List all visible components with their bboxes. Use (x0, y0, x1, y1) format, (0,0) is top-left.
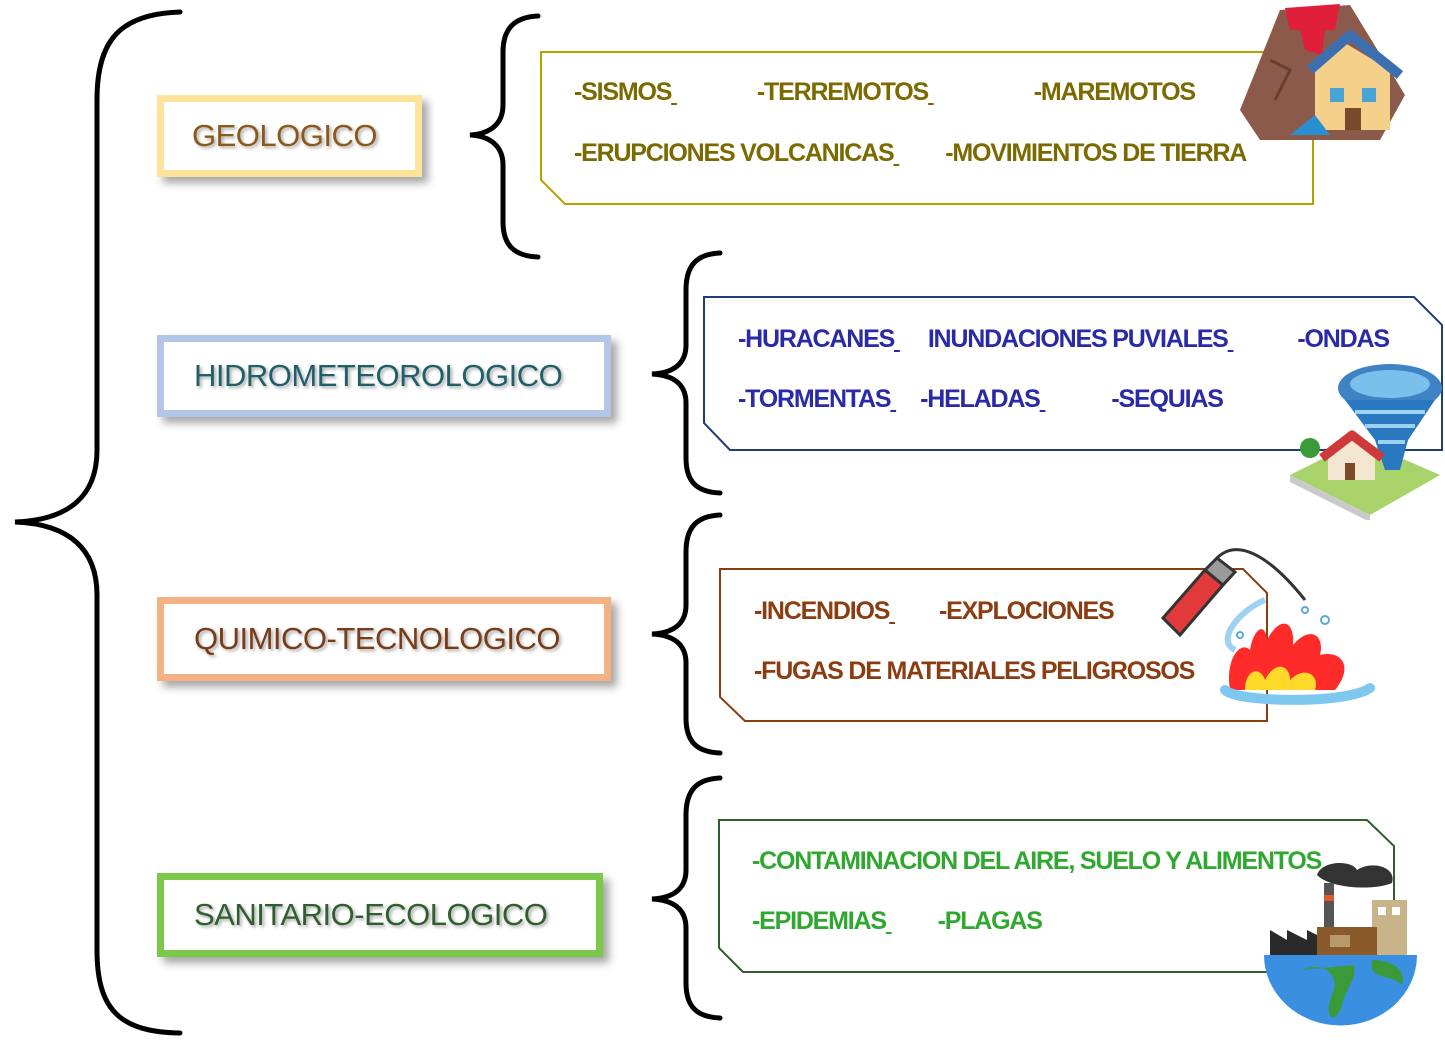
category-sanitario-ecologico: SANITARIO-ECOLOGICO (157, 873, 603, 957)
item-tormentas: -TORMENTAS (738, 385, 892, 413)
item-plagas: -PLAGAS (937, 907, 1043, 935)
brace-sanitario (651, 775, 723, 1021)
item-inundaciones-puviales: INUNDACIONES PUVIALES (927, 325, 1229, 353)
item-epidemias: -EPIDEMIAS (752, 907, 887, 935)
sanitario-line-2: -EPIDEMIAS -PLAGAS (752, 907, 1043, 936)
item-incendios: -INCENDIOS (754, 597, 890, 625)
hidro-line-1: -HURACANES INUNDACIONES PUVIALES -ONDAS (738, 325, 1390, 354)
category-geologico: GEOLOGICO (157, 95, 422, 177)
item-terremotos: -TERREMOTOS (756, 78, 929, 106)
item-huracanes: -HURACANES (738, 325, 895, 353)
item-movimientos-de-tierra: -MOVIMIENTOS DE TIERRA (945, 139, 1247, 167)
category-hidrometeorologico: HIDROMETEOROLOGICO (157, 335, 611, 417)
brace-quimico (651, 512, 723, 756)
item-sequias: -SEQUIAS (1111, 385, 1223, 413)
detail-box-quimico-tecnologico (718, 567, 1270, 724)
item-heladas: -HELADAS (920, 385, 1041, 413)
item-erupciones-volcanicas: -ERUPCIONES VOLCANICAS (574, 139, 895, 167)
item-contaminacion: -CONTAMINACION DEL AIRE, SUELO Y ALIMENT… (752, 847, 1322, 875)
tornado-house-icon (1290, 360, 1445, 522)
item-ondas: -ONDAS (1297, 325, 1390, 353)
polluted-earth-icon (1262, 855, 1422, 1030)
category-hidrometeorologico-label: HIDROMETEOROLOGICO (194, 358, 563, 393)
category-sanitario-ecologico-label: SANITARIO-ECOLOGICO (194, 897, 548, 932)
item-explociones: -EXPLOCIONES (938, 597, 1115, 625)
sanitario-line-1: -CONTAMINACION DEL AIRE, SUELO Y ALIMENT… (752, 847, 1322, 876)
brace-geologico (469, 13, 541, 260)
volcano-house-icon (1230, 0, 1440, 160)
main-brace (14, 9, 183, 1036)
brace-hidro (651, 250, 723, 496)
geologico-line-2: -ERUPCIONES VOLCANICAS -MOVIMIENTOS DE T… (574, 139, 1247, 168)
item-maremotos: -MAREMOTOS (1033, 78, 1196, 106)
detail-box-geologico (538, 50, 1316, 207)
detail-box-hidrometeorologico (702, 295, 1444, 453)
item-fugas-de-materiales-peligrosos: -FUGAS DE MATERIALES PELIGROSOS (754, 657, 1195, 685)
fire-extinguisher-icon (1155, 540, 1380, 710)
quimico-line-1: -INCENDIOS -EXPLOCIONES (754, 597, 1115, 626)
category-geologico-label: GEOLOGICO (192, 118, 377, 153)
geologico-line-1: -SISMOS -TERREMOTOS -MAREMOTOS (574, 78, 1196, 107)
hidro-line-2: -TORMENTAS -HELADAS -SEQUIAS (738, 385, 1224, 414)
category-quimico-tecnologico-label: QUIMICO-TECNOLOGICO (194, 621, 560, 656)
item-sismos: -SISMOS (574, 78, 672, 106)
category-quimico-tecnologico: QUIMICO-TECNOLOGICO (157, 597, 611, 681)
quimico-line-2: -FUGAS DE MATERIALES PELIGROSOS (754, 657, 1195, 686)
